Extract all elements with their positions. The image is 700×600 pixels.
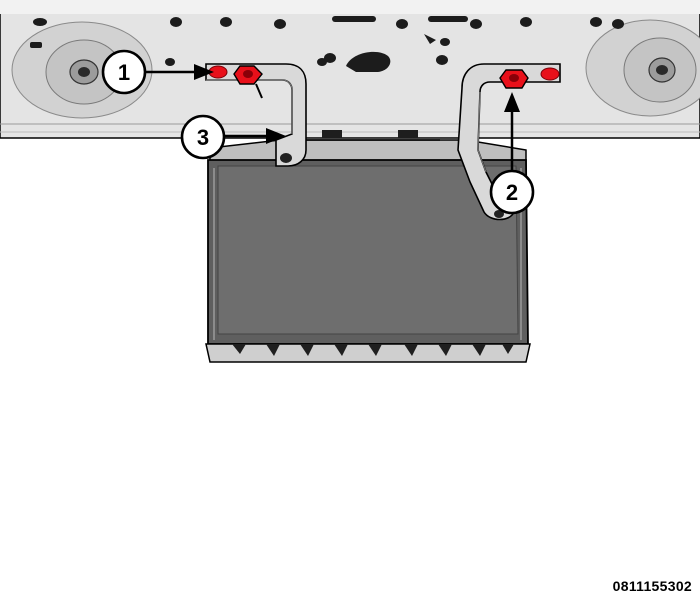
module-panel (205, 130, 531, 363)
leader-arrows (146, 64, 520, 172)
callout-3: 3 (180, 114, 226, 160)
right-fastener-nut (499, 67, 560, 89)
left-mount-boss (11, 21, 153, 119)
right-mount-boss (585, 19, 700, 117)
svg-text:2: 2 (506, 180, 518, 205)
beam-holes (30, 16, 624, 72)
right-mounting-bracket (457, 63, 561, 221)
callout-2: 2 (489, 169, 535, 215)
left-fastener-nut (208, 65, 263, 99)
svg-text:3: 3 (197, 125, 209, 150)
panel-ribs (232, 344, 514, 356)
left-mounting-bracket (205, 63, 307, 167)
cross-member-beam (0, 0, 700, 139)
svg-text:1: 1 (118, 60, 130, 85)
figure-id: 0811155302 (612, 578, 692, 594)
callout-1: 1 (101, 49, 147, 95)
